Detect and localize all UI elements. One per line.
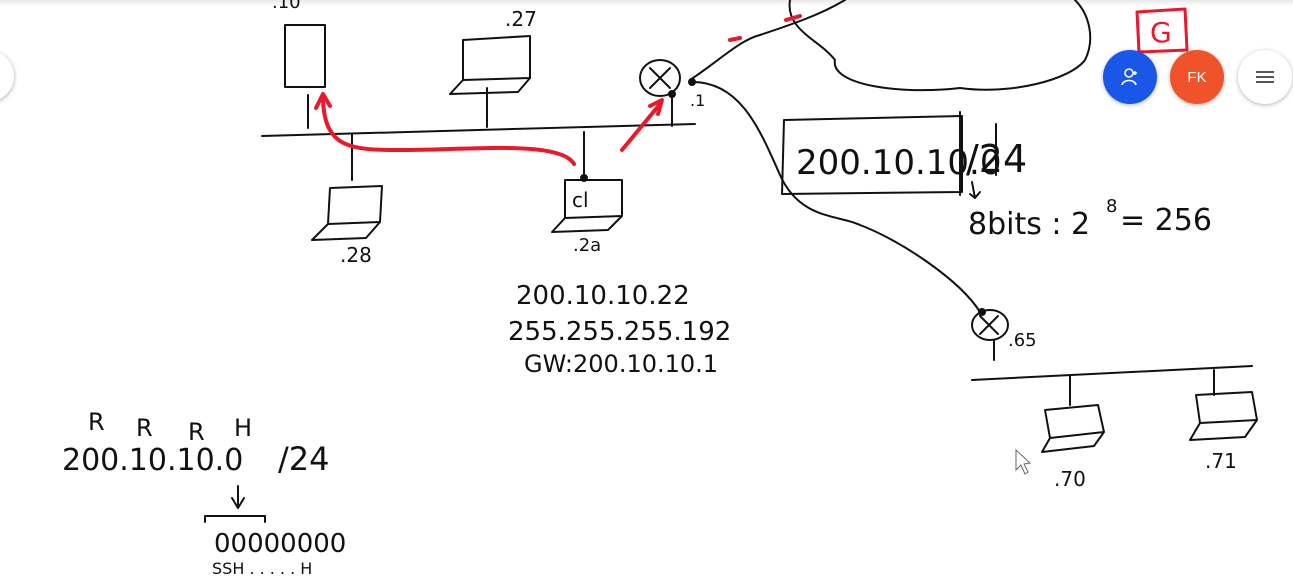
- octet-label-1: R: [88, 408, 105, 436]
- participants-button[interactable]: [1103, 50, 1157, 104]
- octet-label-2: R: [136, 414, 153, 442]
- label-router-if: .1: [690, 91, 705, 110]
- host-70-laptop: [1042, 405, 1104, 452]
- red-arrow-to-router: [622, 104, 660, 150]
- label-host-70: .70: [1054, 467, 1086, 491]
- red-path-to-host-10: [323, 100, 574, 164]
- bits-exponent: 8: [1106, 196, 1117, 217]
- octet-label-3: R: [188, 418, 205, 446]
- mouse-cursor: [1016, 450, 1030, 474]
- label-router2-if: .65: [1008, 330, 1037, 351]
- client-mask: 255.255.255.192: [508, 317, 731, 347]
- label-host-71: .71: [1205, 449, 1237, 473]
- main-menu-button[interactable]: [1238, 50, 1292, 104]
- client-ip: 200.10.10.22: [516, 281, 690, 311]
- binary-bits: 00000000: [214, 529, 346, 559]
- label-client: cl: [572, 188, 589, 212]
- client-gateway: GW:200.10.10.1: [524, 350, 718, 378]
- label-host-28: .28: [340, 243, 372, 267]
- label-host-10: .10: [272, 0, 301, 13]
- label-host-27: .27: [505, 7, 537, 31]
- host-27-laptop: [450, 36, 530, 94]
- host-28-laptop: [312, 186, 382, 240]
- host-71-laptop: [1190, 392, 1257, 440]
- bit-legend: SSH . . . . . H: [212, 559, 312, 578]
- address-split: 200.10.10.0: [62, 443, 243, 478]
- user-initials: FK: [1187, 69, 1206, 86]
- bits-result: = 256: [1120, 203, 1212, 238]
- badge-letter: G: [1150, 16, 1172, 49]
- address-split-prefix: /24: [278, 440, 330, 478]
- hamburger-menu-icon: [1255, 69, 1275, 85]
- network-prefix: /24: [966, 137, 1027, 181]
- host-10-tower: [285, 25, 325, 87]
- internet-cloud: [790, 0, 1091, 90]
- bits-note: 8bits : 2: [968, 207, 1090, 242]
- g-annotation-badge: G: [1133, 6, 1189, 54]
- octet-label-4: H: [234, 414, 252, 442]
- label-host-client: .2a: [573, 235, 601, 256]
- lan-bus-2: [972, 366, 1252, 380]
- user-avatar-button[interactable]: FK: [1170, 50, 1224, 104]
- person-icon: [1120, 67, 1140, 87]
